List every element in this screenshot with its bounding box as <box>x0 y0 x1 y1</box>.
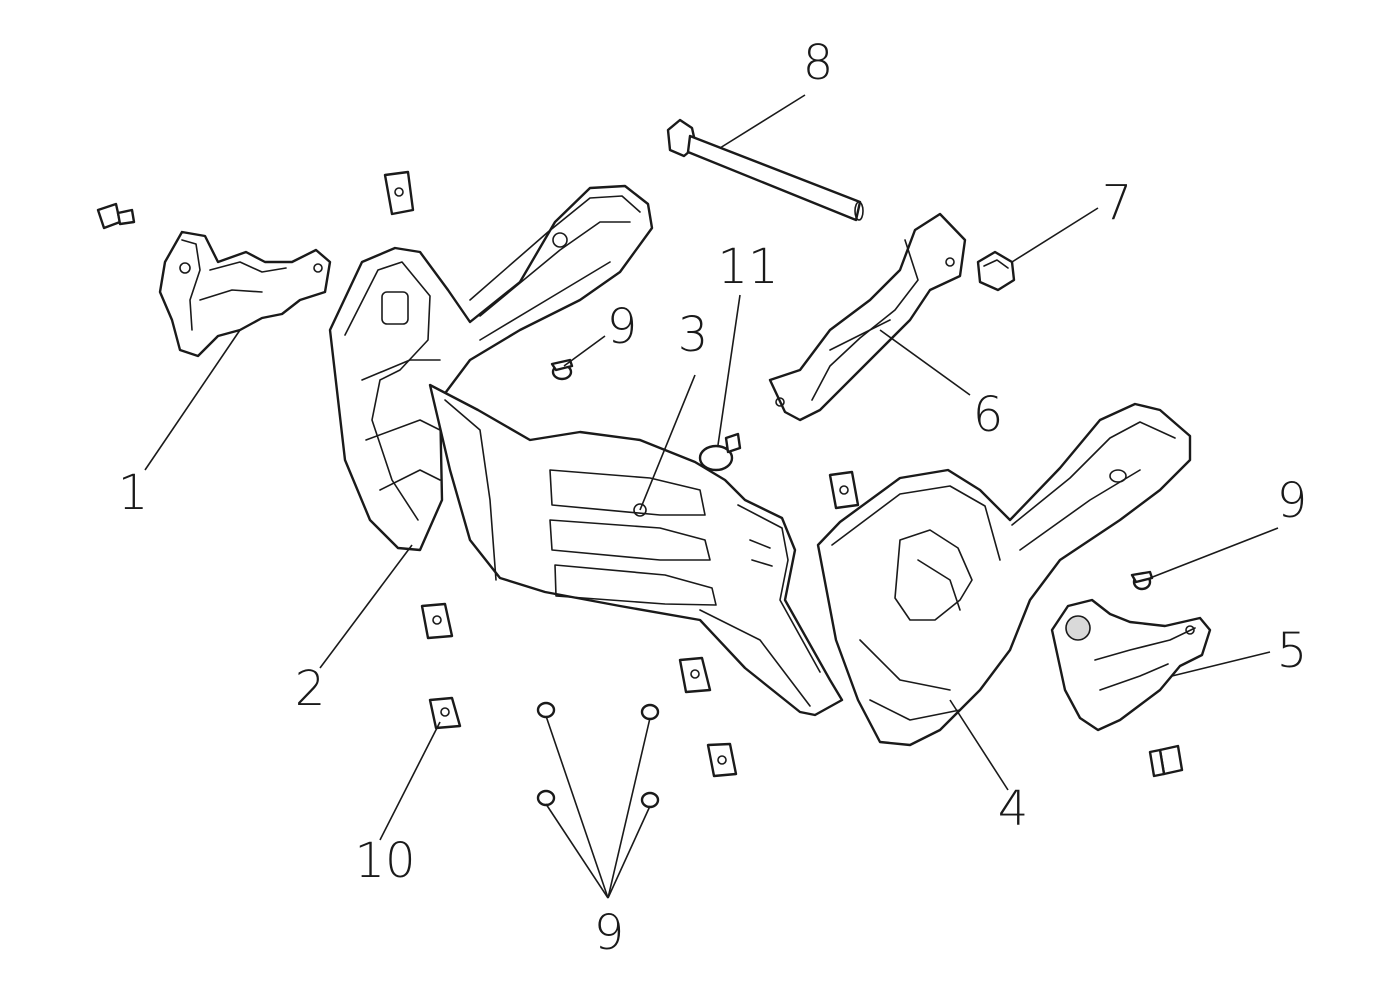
screw-top-left <box>96 202 136 230</box>
clip-nut-right <box>828 470 860 510</box>
part-2-left-footrest <box>328 184 654 552</box>
part-8-long-bolt <box>666 118 864 222</box>
callout-6: 6 <box>973 387 1004 443</box>
callout-7: 7 <box>1102 175 1133 231</box>
callout-9-bottom: 9 <box>594 905 625 961</box>
callout-labels: 1 2 3 4 5 6 7 8 9 9 9 10 11 <box>118 35 1308 961</box>
callout-9-upper: 9 <box>607 299 638 355</box>
callout-1: 1 <box>118 465 149 521</box>
clip-nut-top <box>383 170 415 216</box>
part-4-right-footrest <box>816 402 1192 747</box>
screw-right-bottom <box>1148 744 1184 778</box>
part-6-support-plate <box>768 212 967 422</box>
part-3-center-skid-plate <box>428 383 844 717</box>
part-5-right-bracket <box>1050 598 1212 732</box>
screw-9-lower-group <box>536 701 660 809</box>
screw-9-upper <box>550 358 574 381</box>
leader-lines <box>144 94 1279 899</box>
callout-2: 2 <box>295 661 326 717</box>
clip-nuts <box>420 602 738 778</box>
callout-5: 5 <box>1277 623 1308 679</box>
screw-9-right <box>1130 570 1154 591</box>
callout-4: 4 <box>998 781 1029 837</box>
callout-10: 10 <box>354 833 415 889</box>
callout-11: 11 <box>717 239 778 295</box>
part-11-screw <box>698 432 742 472</box>
callout-9-right: 9 <box>1277 473 1308 529</box>
callout-3: 3 <box>678 307 709 363</box>
part-7-nut <box>976 250 1016 292</box>
callout-8: 8 <box>803 35 834 91</box>
part-1-left-bracket <box>158 230 332 358</box>
